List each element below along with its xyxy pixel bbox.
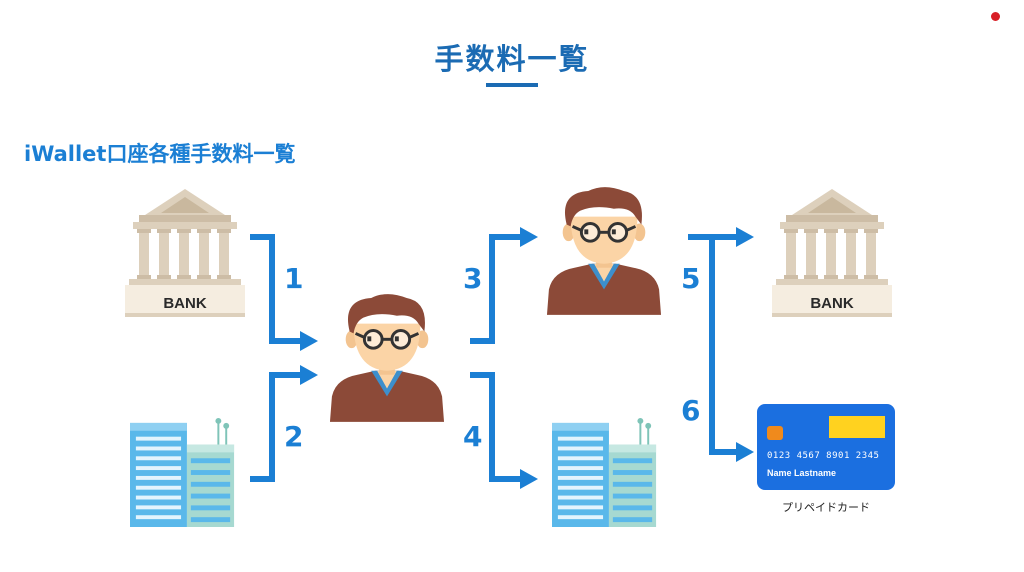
card-stripe xyxy=(829,416,885,438)
office-building-icon xyxy=(552,418,658,528)
card-holder-name: Name Lastname xyxy=(767,468,837,478)
arrow-1 xyxy=(250,234,302,344)
step-number-6: 6 xyxy=(681,394,701,427)
section-subtitle: iWallet口座各種手数料一覧 xyxy=(24,142,296,166)
title-underline xyxy=(486,83,538,87)
person-icon xyxy=(545,186,663,316)
step-number-3: 3 xyxy=(463,262,483,295)
arrowhead xyxy=(736,442,754,462)
bank-label: BANK xyxy=(163,295,207,312)
office-building-icon xyxy=(130,418,236,528)
arrowhead xyxy=(520,469,538,489)
arrowhead xyxy=(736,227,754,247)
page-title: 手数料一覧 xyxy=(434,42,590,76)
notification-dot xyxy=(991,12,1000,21)
step-number-1: 1 xyxy=(284,262,304,295)
person-icon xyxy=(328,293,446,423)
step-number-5: 5 xyxy=(681,262,701,295)
prepaid-card-icon: 0123 4567 8901 2345 Name Lastname xyxy=(757,404,895,490)
step-number-2: 2 xyxy=(284,420,304,453)
arrow-3 xyxy=(470,234,522,344)
card-number: 0123 4567 8901 2345 xyxy=(767,451,880,461)
arrowhead xyxy=(300,365,318,385)
card-chip xyxy=(767,426,783,440)
arrow-2 xyxy=(250,372,302,482)
arrowhead xyxy=(520,227,538,247)
card-caption: プリペイドカード xyxy=(782,501,870,514)
step-number-4: 4 xyxy=(463,420,483,453)
bank-label: BANK xyxy=(810,295,854,312)
arrow-6 xyxy=(709,237,738,455)
arrowhead xyxy=(300,331,318,351)
arrow-4 xyxy=(470,372,522,482)
